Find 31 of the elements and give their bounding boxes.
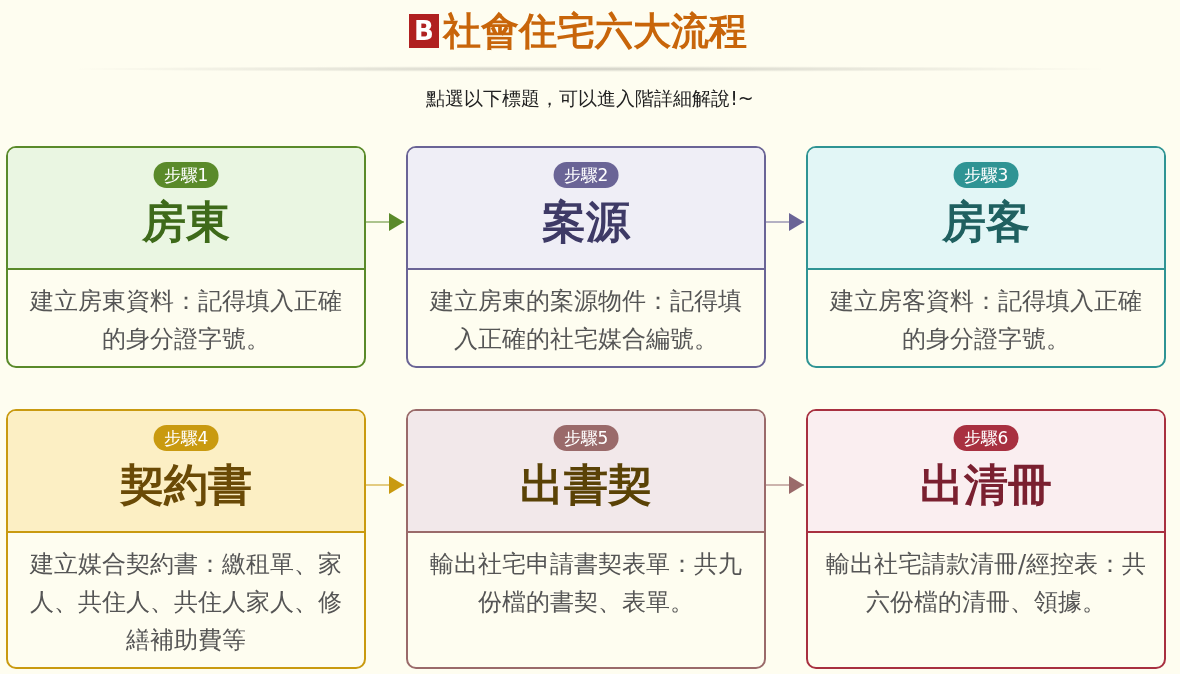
step-card: [6, 409, 366, 669]
arrow: [765, 476, 805, 494]
arrow: [365, 476, 405, 494]
step-title: 房東: [141, 195, 231, 249]
arrow: [365, 213, 405, 231]
step-badge: 步驟6: [953, 425, 1019, 451]
step-card: [6, 146, 366, 368]
step-badge: 步驟2: [553, 162, 619, 188]
step-badge: 步驟3: [953, 162, 1019, 188]
instruction-text: 點選以下標題，可以進入階詳細解說!~: [425, 86, 755, 111]
letter-badge: B: [409, 14, 439, 48]
step-card: [406, 146, 766, 368]
step-title: 出清冊: [919, 458, 1053, 512]
step-badge: 步驟5: [553, 425, 619, 451]
step-card: [806, 146, 1166, 368]
step-description: 建立媒合契約書：繳租單、家人、共住人、共住人家人、修繕補助費等: [29, 549, 343, 656]
page-title: 社會住宅六大流程: [442, 8, 747, 54]
step-title: 房客: [941, 195, 1031, 249]
step-description: 建立房東的案源物件：記得填入正確的社宅媒合編號。: [429, 286, 743, 355]
step-description: 輸出社宅請款清冊/經控表：共六份檔的清冊、領據。: [824, 549, 1148, 618]
step-title: 出書契: [519, 458, 653, 512]
step-description: 建立房客資料：記得填入正確的身分證字號。: [829, 286, 1143, 355]
step-card: [806, 409, 1166, 669]
step-badge: 步驟1: [153, 162, 219, 188]
step-description: 建立房東資料：記得填入正確的身分證字號。: [29, 286, 343, 355]
arrow: [765, 213, 805, 231]
step-card: [406, 409, 766, 669]
step-title: 案源: [541, 195, 632, 249]
step-badge: 步驟4: [153, 425, 219, 451]
step-description: 輸出社宅申請書契表單：共九份檔的書契、表單。: [429, 549, 743, 618]
step-title: 契約書: [119, 458, 253, 512]
